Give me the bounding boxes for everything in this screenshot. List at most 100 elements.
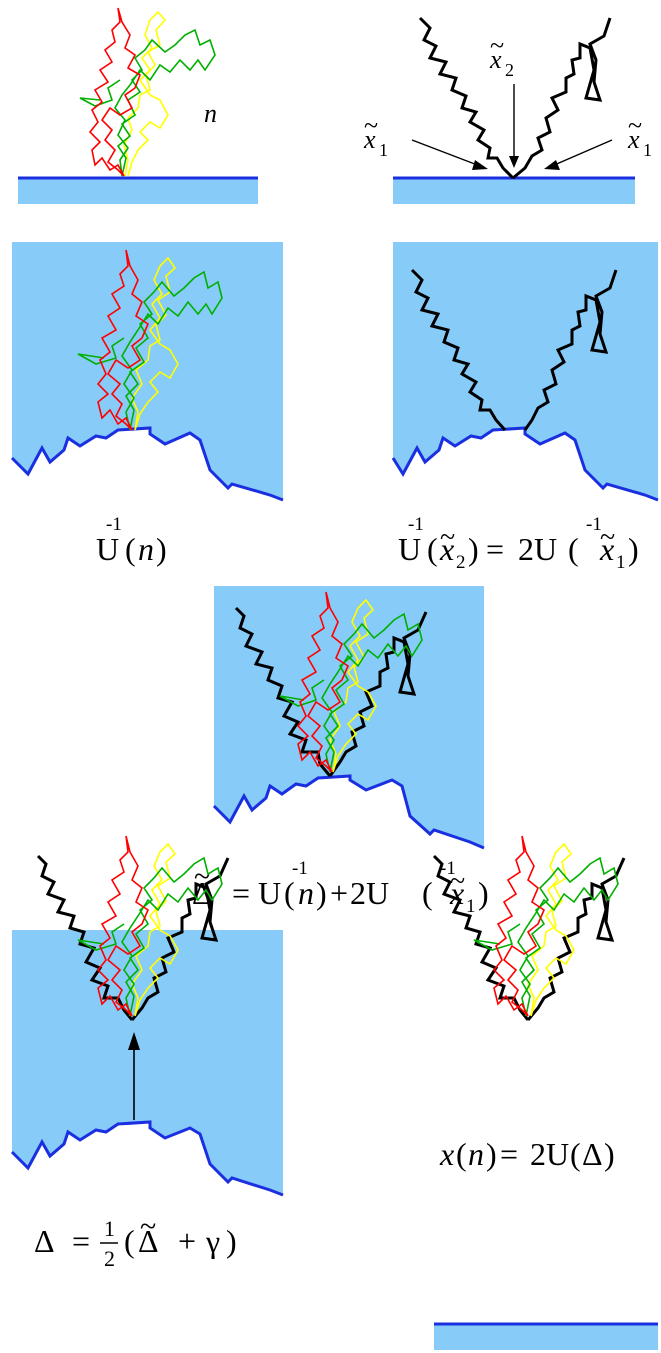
- panel-5-combined: ~ Δ = U -1 ( n ) + 2 U -1 ( ~ x 1 ): [192, 586, 489, 917]
- path-left: [410, 268, 507, 432]
- path-right: [526, 857, 626, 1021]
- walk-green-2: [79, 79, 121, 107]
- caption-open: (: [125, 531, 136, 567]
- caption-sub-right: 1: [616, 552, 626, 573]
- path-right: [512, 17, 612, 180]
- caption-gamma: γ: [205, 1223, 220, 1259]
- path-left: [418, 16, 515, 180]
- caption-sup: -1: [106, 514, 122, 535]
- caption-x-left: x: [439, 531, 454, 567]
- caption-n: n: [298, 875, 314, 911]
- walk-green: [121, 856, 223, 1017]
- caption-close1: ): [486, 1136, 497, 1172]
- panel-6-delta: Δ = 1 2 ( ~ Δ + γ ): [10, 835, 284, 1271]
- walk-green-2: [77, 337, 125, 365]
- caption-eq: =: [232, 875, 250, 911]
- label-n: n: [204, 99, 217, 128]
- caption-eq: =: [72, 1223, 90, 1259]
- caption-tilde-right: ~: [600, 522, 615, 553]
- caption-sup2: -1: [440, 858, 456, 879]
- caption-close: ): [226, 1223, 237, 1259]
- path-right: [523, 269, 618, 431]
- caption-U-left: U: [398, 531, 421, 567]
- walk-yellow: [131, 256, 179, 431]
- caption-open: (: [124, 1223, 135, 1259]
- domain-region: [12, 930, 283, 1195]
- arrowhead-x2: [509, 156, 519, 168]
- arrowhead-x1-right: [544, 160, 560, 170]
- walk-red: [96, 835, 149, 1017]
- caption-x-tilde: ~: [450, 866, 465, 897]
- caption-eq: =: [500, 1136, 518, 1172]
- caption-U2: U: [366, 875, 389, 911]
- caption-close1: ): [316, 875, 327, 911]
- caption-delta-tilde: Δ: [138, 1223, 159, 1259]
- caption-n: n: [138, 531, 154, 567]
- panel-2-paths-on-line: ~ x 2 ~ x 1 ~ x 1: [363, 16, 652, 204]
- caption-eq: =: [486, 531, 504, 567]
- caption-open1: (: [284, 875, 295, 911]
- caption-x-sub: 1: [466, 896, 476, 917]
- caption-U: U: [546, 1136, 569, 1172]
- walk-green: [121, 270, 223, 431]
- caption-plus: +: [178, 1223, 196, 1259]
- arrowhead-up: [128, 1032, 140, 1050]
- caption-sup1: -1: [292, 858, 308, 879]
- random-walks: [79, 7, 216, 177]
- caption-plus: +: [330, 875, 348, 911]
- label-x1-left: x: [363, 125, 376, 154]
- caption-tilde: ~: [140, 1210, 156, 1243]
- caption-sup-right: -1: [586, 514, 602, 535]
- caption-two: 2: [530, 1136, 546, 1172]
- walk-red: [296, 591, 349, 773]
- caption-open-right: (: [568, 531, 579, 567]
- path-right: [328, 611, 428, 777]
- label-x1-right-sub: 1: [643, 140, 652, 160]
- walk-red: [96, 249, 149, 431]
- walk-green-2: [473, 923, 521, 951]
- label-x1-right: x: [627, 125, 640, 154]
- caption-tilde-left: ~: [440, 522, 455, 553]
- panel-1-walks-on-line: n: [18, 7, 258, 204]
- tilde-x1-left: ~: [364, 111, 378, 140]
- caption-x-right: x: [599, 531, 614, 567]
- caption-open2: (: [422, 875, 433, 911]
- walk-yellow: [527, 842, 575, 1017]
- boundary-curve: [10, 1120, 284, 1197]
- domain-region: [12, 242, 283, 500]
- caption-open2: (: [570, 1136, 581, 1172]
- boundary-curve: [10, 426, 284, 502]
- tilde-x1-right: ~: [628, 111, 642, 140]
- caption-close: ): [156, 531, 167, 567]
- caption-open1: (: [456, 1136, 467, 1172]
- caption-sup-left: -1: [408, 514, 424, 535]
- caption-close2: ): [478, 875, 489, 911]
- walk-red: [492, 835, 545, 1017]
- caption-open-left: (: [427, 531, 438, 567]
- walk-yellow: [123, 10, 169, 177]
- caption-x: x: [439, 1136, 454, 1172]
- caption-two: 2: [350, 875, 366, 911]
- caption-delta: Δ: [582, 1136, 603, 1172]
- caption-U: U: [96, 531, 119, 567]
- caption-close-right: ): [628, 531, 639, 567]
- path-left: [36, 854, 134, 1021]
- arrow-x1-right: [551, 139, 613, 167]
- caption-num: 1: [104, 1216, 115, 1241]
- half-plane-strip: [434, 1324, 658, 1350]
- walk-green-2: [77, 923, 125, 951]
- panel-3-walks-in-domain: U -1 ( n ): [10, 242, 284, 567]
- caption-U1: U: [258, 875, 281, 911]
- half-plane-strip: [18, 178, 258, 204]
- walk-green: [517, 856, 619, 1017]
- caption-close2: ): [604, 1136, 615, 1172]
- arrow-x1-left: [411, 139, 481, 167]
- boundary-curve: [391, 426, 659, 502]
- path-left: [432, 854, 530, 1021]
- half-plane-strip: [393, 178, 635, 204]
- caption-two: 2: [518, 531, 534, 567]
- caption-n: n: [468, 1136, 484, 1172]
- tilde-x2: ~: [490, 31, 504, 60]
- path-left: [234, 606, 332, 777]
